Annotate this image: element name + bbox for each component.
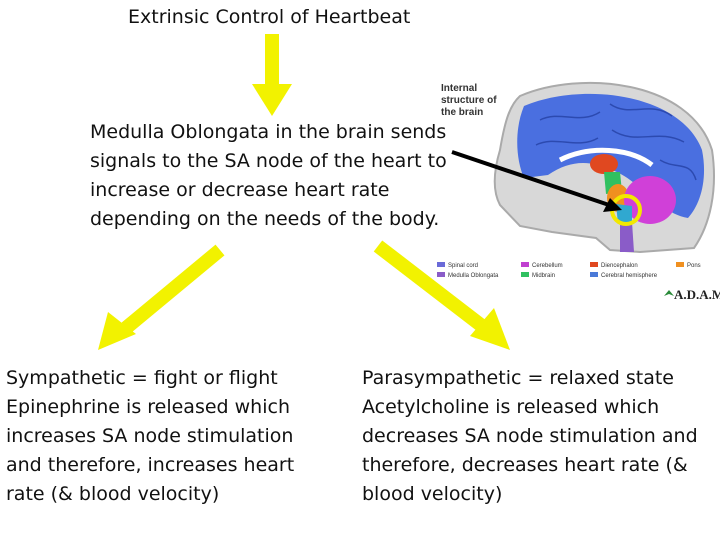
legend-label-pons: Pons	[687, 263, 701, 269]
parasympathetic-line-3: decreases SA node stimulation and	[362, 425, 698, 447]
arrow-to-sympathetic	[121, 244, 225, 334]
legend-swatch-cerebellum	[521, 262, 529, 267]
arrow-title-to-middle	[252, 34, 292, 116]
arrow-to-parasympathetic-head	[470, 308, 510, 350]
parasympathetic-line-2: Acetylcholine is released which	[362, 396, 660, 418]
legend-label-midbrain: Midbrain	[532, 273, 555, 279]
legend-label-cerebral-hemisphere: Cerebral hemisphere	[601, 273, 658, 279]
sympathetic-description: Sympathetic = fight or flight Epinephrin…	[6, 364, 294, 509]
arrow-to-sympathetic-head	[98, 312, 136, 350]
black-pointer-arrow	[451, 150, 613, 208]
adam-leaf-icon	[664, 290, 674, 296]
parasympathetic-line-5: blood velocity)	[362, 483, 503, 505]
gyri-lines	[535, 103, 697, 181]
medulla-description: Medulla Oblongata in the brain sends sig…	[90, 118, 447, 234]
diencephalon-shape	[590, 154, 618, 174]
cerebellum-shape	[624, 176, 676, 224]
parasympathetic-line-1: Parasympathetic = relaxed state	[362, 367, 674, 389]
brain-legend: Spinal cord Cerebellum Diencephalon Pons…	[437, 262, 701, 279]
brain-image: Internal structure of the brain	[430, 78, 720, 302]
legend-swatch-midbrain	[521, 272, 529, 277]
adam-logo: A.D.A.M.	[664, 287, 720, 302]
legend-swatch-spinal-cord	[437, 262, 445, 267]
sympathetic-line-2: Epinephrine is released which	[6, 396, 290, 418]
adam-logo-text: A.D.A.M.	[674, 287, 720, 302]
parasympathetic-line-4: therefore, decreases heart rate (&	[362, 454, 688, 476]
arrow-to-parasympathetic	[373, 240, 487, 332]
brain-label-line-3: the brain	[441, 107, 483, 118]
parasympathetic-description: Parasympathetic = relaxed state Acetylch…	[362, 364, 698, 509]
legend-label-diencephalon: Diencephalon	[601, 263, 638, 269]
legend-swatch-cerebral-hemisphere	[590, 272, 598, 277]
spinal-cord-shape	[620, 222, 634, 252]
corpus-callosum	[558, 147, 654, 168]
brain-image-label: Internal structure of the brain	[441, 83, 499, 118]
legend-swatch-diencephalon	[590, 262, 598, 267]
medulla-line-1: Medulla Oblongata in the brain sends	[90, 121, 447, 143]
brain-label-line-1: Internal	[441, 83, 477, 94]
sympathetic-line-1: Sympathetic = fight or flight	[6, 367, 278, 389]
legend-label-spinal-cord: Spinal cord	[448, 263, 478, 269]
legend-swatch-medulla	[437, 272, 445, 277]
black-pointer-arrowhead	[603, 198, 622, 212]
legend-label-medulla: Medulla Oblongata	[448, 273, 499, 279]
legend-swatch-pons	[676, 262, 684, 267]
medulla-line-3: increase or decrease heart rate	[90, 179, 390, 201]
diagram-title: Extrinsic Control of Heartbeat	[128, 6, 411, 28]
medulla-line-2: signals to the SA node of the heart to	[90, 150, 447, 172]
sympathetic-line-5: rate (& blood velocity)	[6, 483, 220, 505]
medulla-line-4: depending on the needs of the body.	[90, 208, 440, 230]
sympathetic-line-3: increases SA node stimulation	[6, 425, 294, 447]
legend-label-cerebellum: Cerebellum	[532, 263, 563, 269]
brain-label-line-2: structure of	[441, 95, 497, 106]
sympathetic-line-4: and therefore, increases heart	[6, 454, 295, 476]
